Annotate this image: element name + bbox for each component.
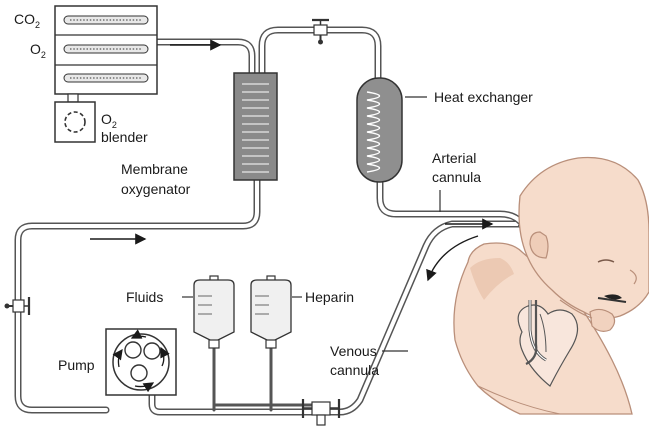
co2-label: CO2 (14, 11, 40, 30)
arterial-cannula-label-2: cannula (432, 169, 481, 185)
left-stopcock-icon (5, 297, 30, 315)
membrane-oxygenator-label-1: Membrane (121, 161, 188, 177)
venous-cannula-label-2: cannula (330, 362, 379, 378)
heparin-label: Heparin (305, 289, 354, 305)
infant-patient (454, 157, 649, 414)
fluids-label: Fluids (126, 289, 163, 305)
infant-hand (590, 309, 615, 331)
o2-label: O2 (30, 41, 46, 60)
top-stopcock-icon (312, 20, 329, 45)
pump-label: Pump (58, 357, 95, 373)
arterial-cannula-label-1: Arterial (432, 150, 476, 166)
o2-blender-box (55, 102, 95, 142)
membrane-oxygenator-label-2: oxygenator (121, 181, 191, 197)
heat-exchanger (357, 78, 402, 182)
venous-cannula-label-1: Venous (330, 343, 377, 359)
membrane-oxygenator (234, 73, 277, 180)
heat-exchanger-label: Heat exchanger (434, 89, 533, 105)
heparin-bag (251, 276, 291, 348)
o2-blender-label-word: blender (101, 129, 148, 145)
fluids-bag (194, 276, 234, 348)
o2-blender-label: O2 (101, 111, 117, 130)
pump (106, 329, 176, 395)
